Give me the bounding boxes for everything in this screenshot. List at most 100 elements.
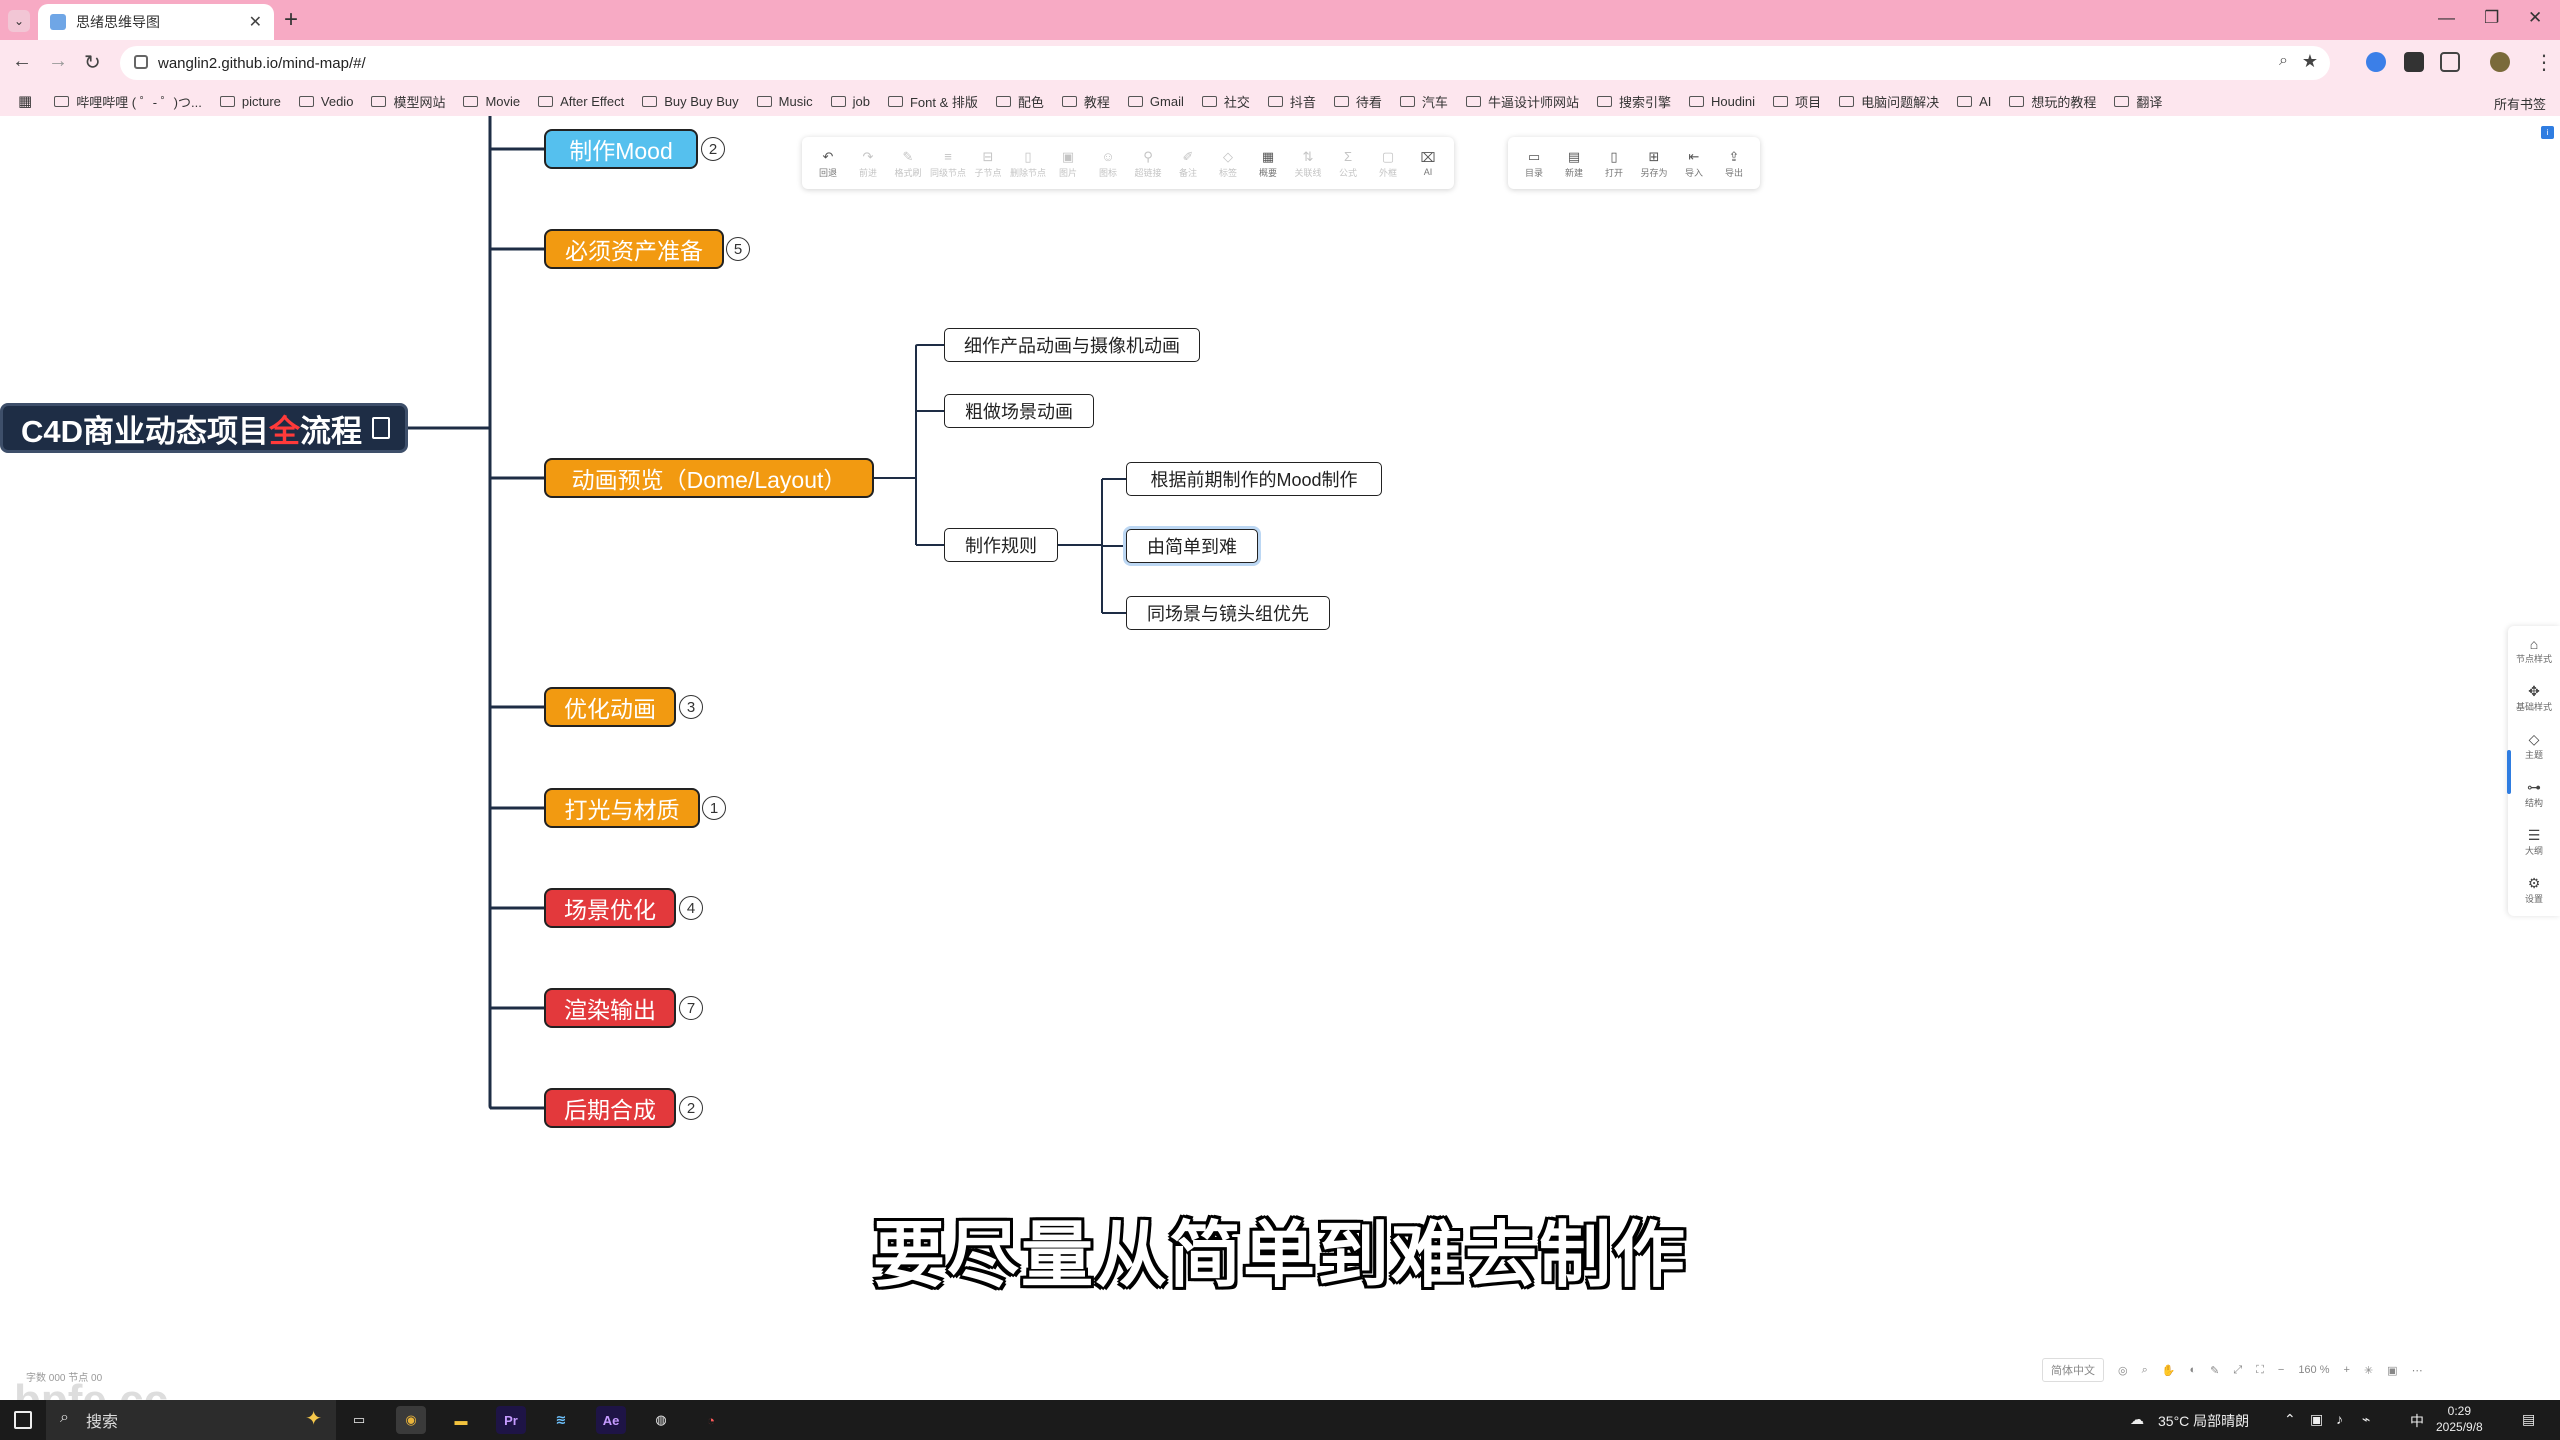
bookmark-item[interactable]: Buy Buy Buy <box>642 94 739 109</box>
minimize-icon[interactable]: — <box>2438 8 2455 27</box>
bookmark-star-icon[interactable]: ★ <box>2301 51 2318 71</box>
app-icon[interactable]: ◍ <box>655 1412 667 1427</box>
bookmark-item[interactable]: Movie <box>463 94 520 109</box>
toolbar-button[interactable]: ✎格式刷 <box>888 148 928 179</box>
bookmark-item[interactable]: 电脑问题解决 <box>1839 92 1939 111</box>
toolbar-button[interactable]: ⇅关联线 <box>1288 148 1328 179</box>
toolbar-button[interactable]: ☺图标 <box>1088 148 1128 179</box>
mindmap-root-node[interactable]: C4D商业动态项目全流程 <box>0 403 408 453</box>
bookmark-item[interactable]: 翻译 <box>2114 92 2162 111</box>
browser-menu-icon[interactable]: ⋮ <box>2534 52 2554 74</box>
restore-icon[interactable]: ❐ <box>2484 8 2500 27</box>
mindmap-canvas[interactable]: C4D商业动态项目全流程 制作Mood 2 必须资产准备 5 动画预览（Dome… <box>0 116 2560 1400</box>
window-close-icon[interactable]: ✕ <box>2528 8 2543 27</box>
node-product-camera-animation[interactable]: 细作产品动画与摄像机动画 <box>944 328 1200 362</box>
more-icon[interactable]: ⋯ <box>2411 1364 2423 1377</box>
search-icon[interactable]: ⌕ <box>2141 1363 2148 1376</box>
extension-translate-icon[interactable] <box>2366 52 2386 72</box>
node-animation-preview[interactable]: 动画预览（Dome/Layout） <box>544 458 874 498</box>
bookmark-item[interactable]: Music <box>756 94 813 109</box>
hand-icon[interactable]: ✋ <box>2161 1364 2176 1377</box>
node-post-composite[interactable]: 后期合成 <box>544 1088 676 1128</box>
tray-chevron-icon[interactable]: ⌃ <box>2284 1411 2296 1427</box>
panel-tab[interactable]: ◇主题 <box>2508 722 2560 770</box>
bookmark-item[interactable]: 想玩的教程 <box>2009 92 2096 111</box>
toolbar-button[interactable]: ⊟子节点 <box>968 148 1008 179</box>
bookmark-item[interactable]: 教程 <box>1061 92 1110 111</box>
collapse-count-badge[interactable]: 1 <box>702 796 726 820</box>
bookmark-item[interactable]: 配色 <box>995 92 1044 111</box>
all-bookmarks[interactable]: 所有书签 <box>2494 94 2546 113</box>
panel-tab[interactable]: ⊶结构 <box>2508 770 2560 818</box>
node-simple-to-hard[interactable]: 由简单到难 <box>1126 529 1258 563</box>
toolbar-button[interactable]: ⇪导出 <box>1714 148 1754 179</box>
toolbar-button[interactable]: ▤新建 <box>1554 148 1594 179</box>
toolbar-button[interactable]: ▯打开 <box>1594 148 1634 179</box>
taskbar-search[interactable]: ⌕ 搜索 ✦ <box>46 1400 336 1440</box>
bookmark-item[interactable]: 搜索引擎 <box>1596 92 1671 111</box>
premiere-app-icon[interactable]: Pr <box>496 1406 526 1434</box>
bookmark-item[interactable]: Gmail <box>1127 94 1184 109</box>
toolbar-button[interactable]: ▣图片 <box>1048 148 1088 179</box>
forward-icon[interactable]: → <box>48 50 68 72</box>
new-tab-icon[interactable]: + <box>284 6 299 33</box>
zoom-in-icon[interactable]: + <box>2343 1364 2350 1376</box>
mode-icon[interactable]: ▣ <box>2387 1364 2398 1377</box>
collapse-count-badge[interactable]: 2 <box>701 137 725 161</box>
bookmark-item[interactable]: 牛逼设计师网站 <box>1465 92 1579 111</box>
toolbar-button[interactable]: ⚲超链接 <box>1128 148 1168 179</box>
panel-tab[interactable]: ⌂节点样式 <box>2508 626 2560 674</box>
bookmark-item[interactable]: 抖音 <box>1267 92 1316 111</box>
panel-tab[interactable]: ✥基础样式 <box>2508 674 2560 722</box>
collapse-count-badge[interactable]: 2 <box>679 1096 703 1120</box>
bookmark-item[interactable]: After Effect <box>538 94 624 109</box>
profile-avatar[interactable] <box>2490 52 2510 72</box>
chrome-app-icon[interactable]: ◉ <box>396 1406 426 1434</box>
task-view-icon[interactable]: ▭ <box>352 1412 366 1427</box>
node-render-output[interactable]: 渲染输出 <box>544 988 676 1028</box>
toolbar-button[interactable]: ▦概要 <box>1248 148 1288 179</box>
weather-icon[interactable]: ☁ <box>2130 1411 2144 1427</box>
theme-icon[interactable]: ◐ <box>2189 1364 2197 1376</box>
bookmark-item[interactable]: picture <box>219 94 281 109</box>
notification-icon[interactable]: ▤ <box>2522 1411 2536 1427</box>
explorer-app-icon[interactable]: ▬ <box>454 1412 468 1428</box>
language-select[interactable]: 简体中文 <box>2042 1358 2104 1382</box>
node-make-mood[interactable]: 制作Mood <box>544 129 698 169</box>
fit-icon[interactable]: ⤢ <box>2233 1363 2243 1376</box>
address-bar[interactable]: wanglin2.github.io/mind-map/#/ ⌕ ★ <box>120 46 2330 80</box>
fullscreen-icon[interactable]: ⛶ <box>2256 1363 2264 1376</box>
extensions-puzzle-icon[interactable] <box>2440 52 2460 72</box>
node-scene-optimize[interactable]: 场景优化 <box>544 888 676 928</box>
bookmark-item[interactable]: AI <box>1957 94 1991 109</box>
tab-close-icon[interactable]: ✕ <box>248 14 262 31</box>
toolbar-button[interactable]: ▭目录 <box>1514 148 1554 179</box>
edit-icon[interactable]: ✎ <box>2210 1364 2220 1377</box>
collapse-count-badge[interactable]: 5 <box>726 237 750 261</box>
toolbar-button[interactable]: ⊞另存为 <box>1634 148 1674 179</box>
shortcut-icon[interactable]: ✳ <box>2363 1364 2374 1377</box>
node-production-rules[interactable]: 制作规则 <box>944 528 1058 562</box>
node-lighting-material[interactable]: 打光与材质 <box>544 788 700 828</box>
collapse-count-badge[interactable]: 4 <box>679 896 703 920</box>
bookmark-item[interactable]: 哔哩哔哩 ( ゜- ゜)つ... <box>54 92 202 111</box>
network-icon[interactable]: ⌁ <box>2362 1411 2371 1427</box>
bookmark-item[interactable]: job <box>830 94 870 109</box>
bookmark-item[interactable]: Font & 排版 <box>887 92 978 111</box>
toolbar-button[interactable]: ≡同级节点 <box>928 148 968 179</box>
bookmark-item[interactable]: Vedio <box>298 94 353 109</box>
bookmark-item[interactable]: 汽车 <box>1399 92 1448 111</box>
toolbar-button[interactable]: ↶回退 <box>808 148 848 179</box>
corner-info-icon[interactable]: i <box>2541 126 2554 139</box>
node-rough-scene-animation[interactable]: 粗做场景动画 <box>944 394 1094 428</box>
extension-icon[interactable] <box>2404 52 2424 72</box>
speaker-icon[interactable]: ♪ <box>2336 1411 2343 1427</box>
panel-tab[interactable]: ☰大纲 <box>2508 818 2560 866</box>
node-same-scene-priority[interactable]: 同场景与镜头组优先 <box>1126 596 1330 630</box>
toolbar-button[interactable]: ▢外框 <box>1368 148 1408 179</box>
bookmark-item[interactable]: 项目 <box>1773 92 1821 111</box>
start-icon[interactable] <box>14 1411 32 1429</box>
clock[interactable]: 0:29 2025/9/8 <box>2436 1403 2483 1435</box>
bookmark-item[interactable]: 社交 <box>1201 92 1250 111</box>
